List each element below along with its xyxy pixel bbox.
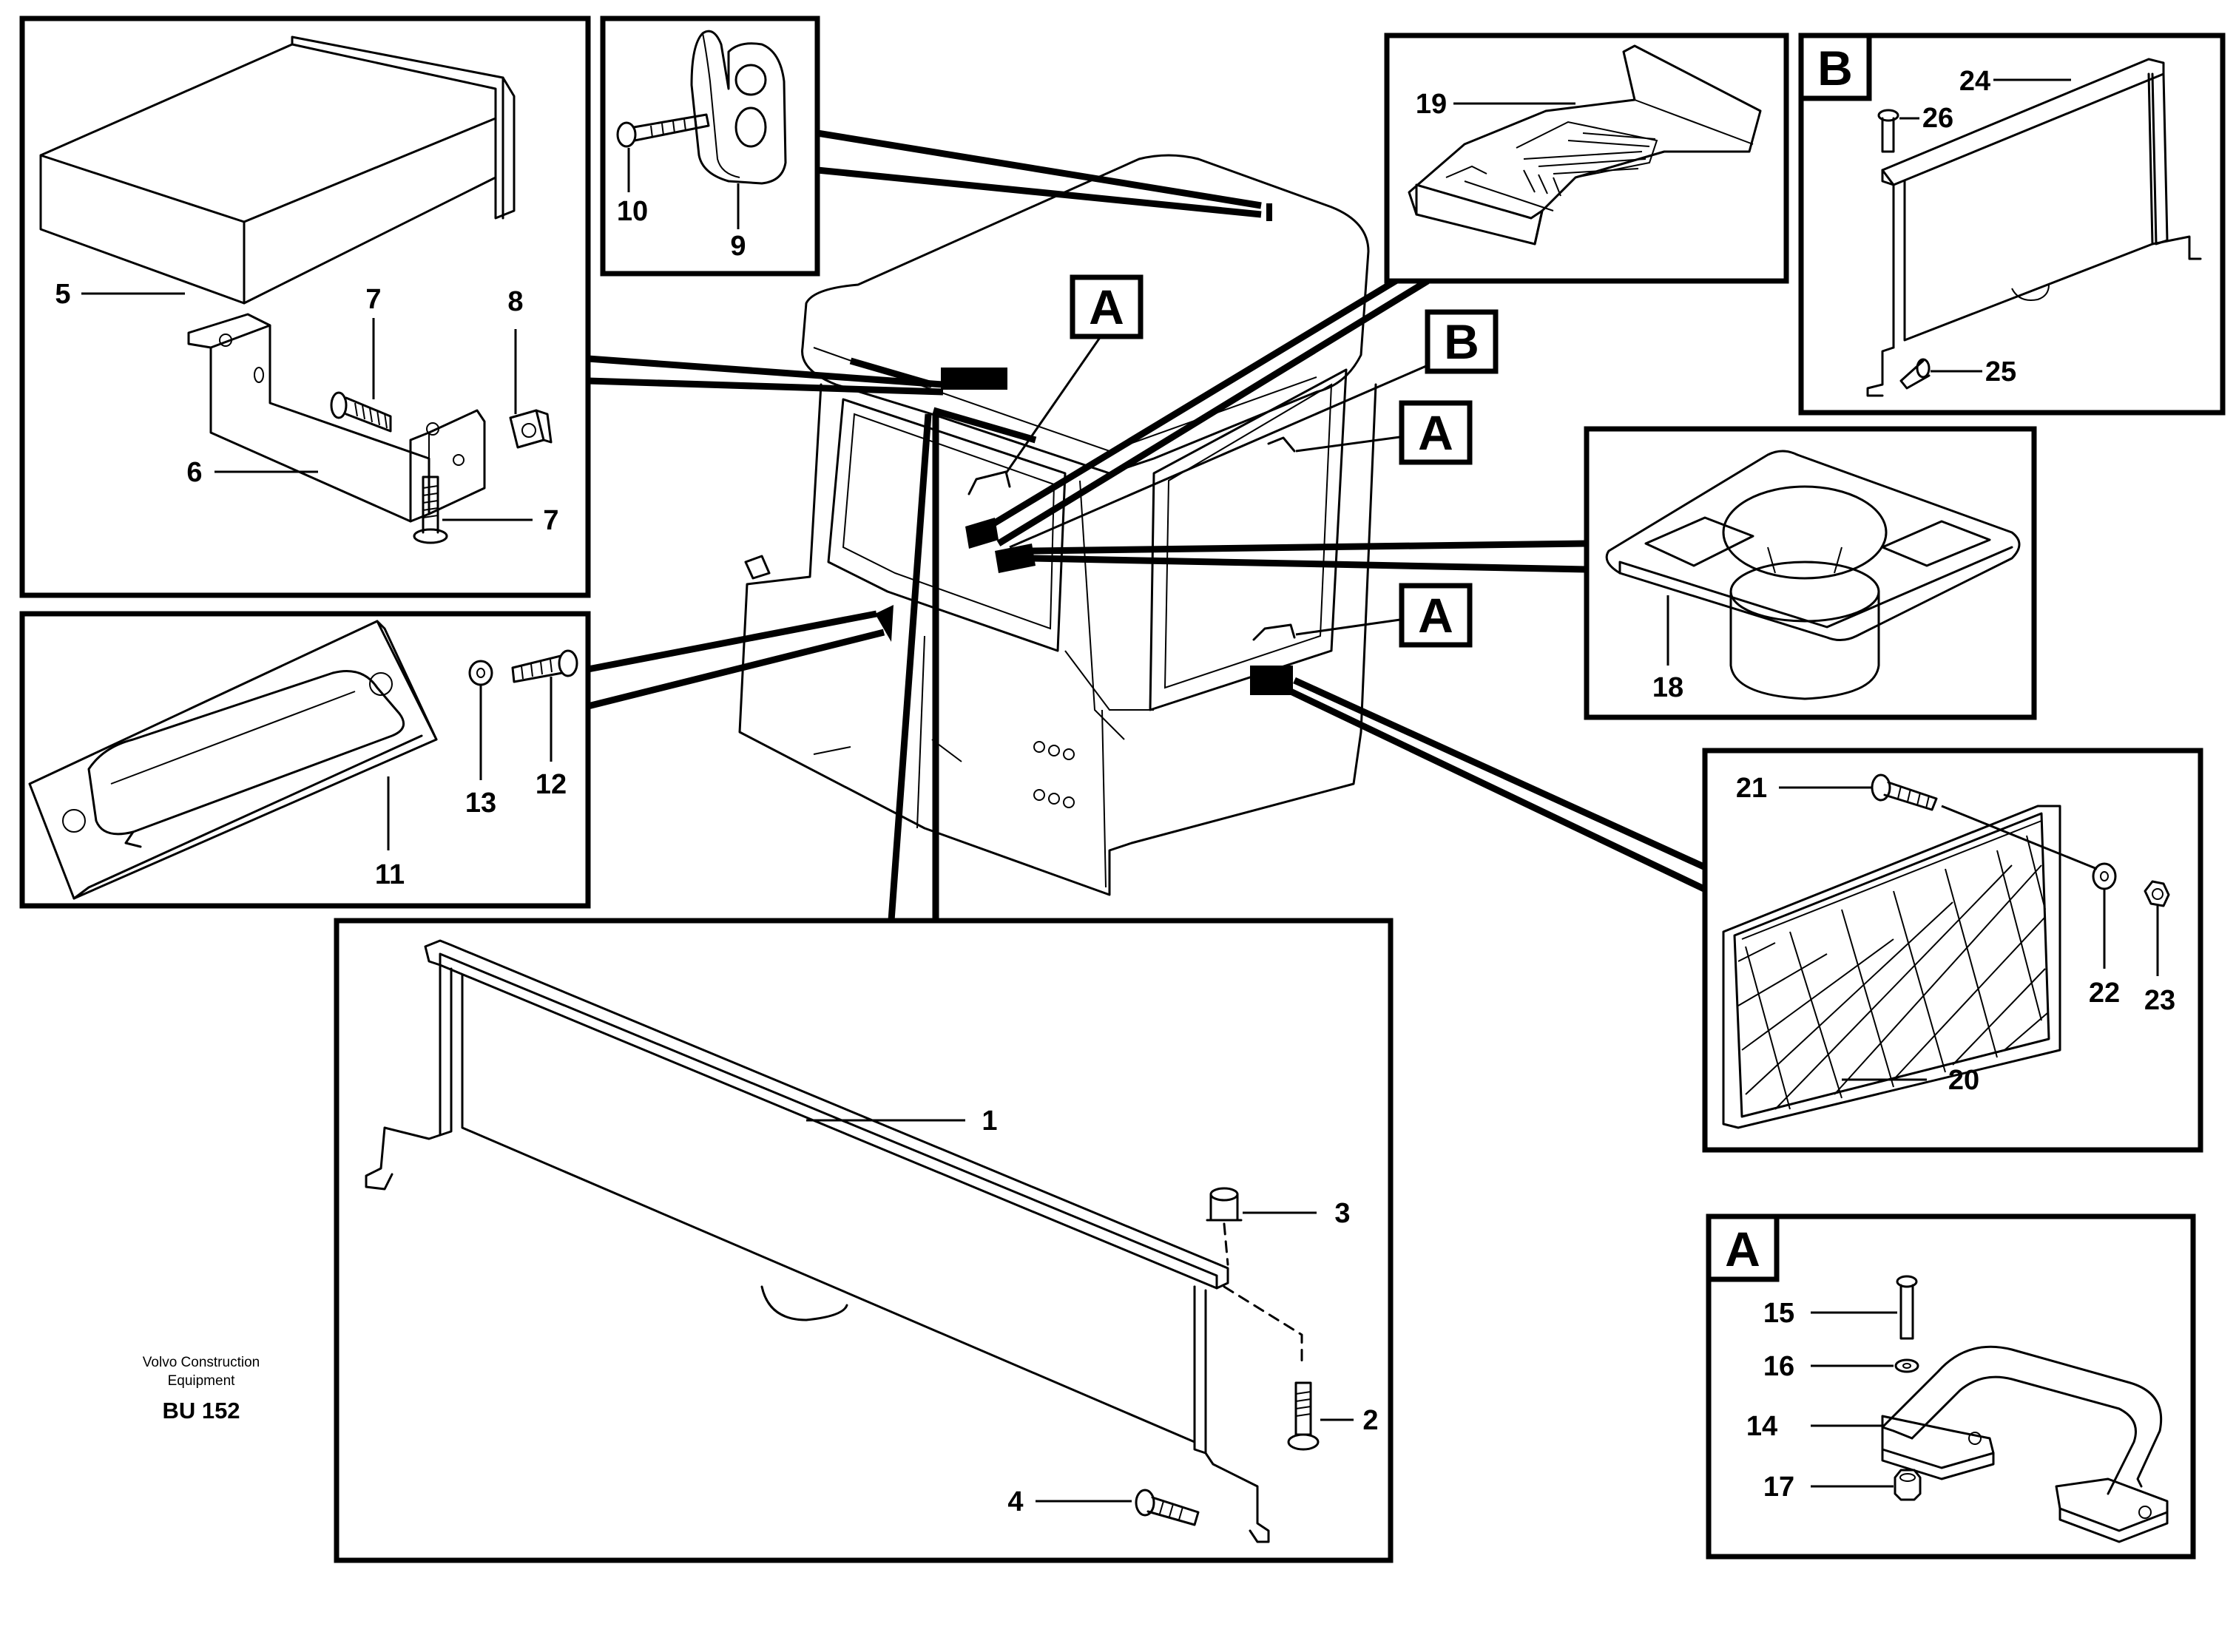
nut-part-17 [1894,1469,1922,1501]
detail-box-coat-hook: 10 9 [600,16,820,277]
svg-text:B: B [1444,314,1479,369]
screw-part-15 [1896,1275,1918,1340]
section-tag-a-cab-right-lower: A [1399,583,1473,648]
screw-part-12 [511,649,578,683]
callout-10: 10 [617,196,648,227]
detail-box-cup-holder: 18 [1584,426,2037,720]
screw-part-21 [1871,773,1938,811]
callout-21: 21 [1736,773,1767,804]
callout-7a: 7 [365,284,381,315]
section-tag-b-cab: B [1425,309,1499,374]
coat-hook-part-9 [690,30,787,185]
sunblind-part-24 [1866,58,2202,397]
cab-part-9 [1266,203,1272,221]
handle-recess-part-11 [28,620,438,900]
callout-6: 6 [186,457,202,488]
caption-line-1: Volvo Construction [143,1355,260,1370]
net-mesh [1737,835,2048,1110]
screw-part-26 [1877,109,1899,153]
section-tag-a-cab-right-upper: A [1399,400,1473,465]
callout-2: 2 [1362,1405,1378,1436]
callout-11: 11 [375,859,405,890]
callout-12: 12 [536,769,567,800]
svg-text:A: A [1089,280,1124,334]
cab-part-11 [875,605,894,642]
cab-part-20 [1250,666,1293,695]
screw-part-3 [1206,1187,1303,1362]
cab-side-knobs [1033,741,1075,808]
cab-part-19 [965,518,999,549]
cab-part-18 [995,544,1036,573]
callout-20: 20 [1948,1065,1979,1096]
callout-3: 3 [1334,1198,1350,1229]
callout-4: 4 [1007,1486,1023,1517]
callout-14: 14 [1746,1411,1777,1442]
screw-part-25 [1899,358,1931,390]
callout-16: 16 [1763,1351,1794,1382]
screw-part-7-horizontal [330,391,392,433]
detail-box-tray-19: 19 [1384,33,1789,284]
publisher-caption: Volvo Construction Equipment BU 152 [143,1355,260,1424]
clip-nut-part-8 [509,409,553,449]
screw-part-7-vertical [413,475,448,544]
callout-24: 24 [1959,66,1990,97]
callout-8: 8 [507,286,523,317]
screw-part-4 [1135,1489,1200,1526]
caption-line-2: Equipment [168,1373,236,1389]
cup-holder-part-18 [1605,450,2021,700]
svg-text:A: A [1725,1222,1760,1276]
connector-lines [587,129,1710,921]
detail-box-sunblind-large: 1 3 2 4 [334,918,1394,1563]
callout-5: 5 [55,279,70,310]
callout-19: 19 [1416,89,1447,120]
callout-25: 25 [1985,356,2016,387]
screw-part-2 [1287,1381,1320,1451]
detail-box-grab-handle: 13 12 11 [19,611,591,909]
cab-part-5 [941,368,1007,390]
bracket-part-6 [187,313,486,523]
sunblind-part-1 [365,939,1270,1543]
detail-box-storage-net: 21 22 23 20 [1702,748,2203,1153]
storage-tray-part-5 [39,35,516,305]
storage-tray-part-19 [1408,44,1762,246]
grab-handle-part-14 [1881,1345,2169,1543]
washer-part-16 [1894,1358,1919,1373]
section-tag-b-panel: B [1798,33,1872,101]
svg-text:A: A [1418,405,1453,460]
caption-code: BU 152 [162,1398,240,1424]
callout-15: 15 [1763,1298,1794,1329]
callout-23: 23 [2144,985,2175,1016]
section-tag-a-cab-top: A [1070,274,1144,339]
callout-22: 22 [2089,978,2120,1009]
section-tag-a-panel: A [1706,1213,1780,1282]
storage-net-part-20 [1722,805,2061,1129]
cab-illustration [738,154,1377,896]
svg-text:A: A [1418,588,1453,643]
svg-text:B: B [1817,41,1853,95]
detail-box-a-handle: A 15 16 14 17 [1706,1213,2196,1560]
callout-1: 1 [982,1106,997,1137]
detail-box-b-sunblind: B 24 26 25 [1798,33,2226,416]
screw-part-10 [616,113,710,148]
callout-18: 18 [1652,672,1683,703]
nut-part-23 [2144,880,2170,907]
callout-13: 13 [465,788,496,819]
detail-box-storage-tray: 5 6 7 7 8 [19,16,591,598]
callout-7b: 7 [543,505,558,536]
callout-17: 17 [1763,1472,1794,1503]
callout-26: 26 [1922,103,1953,134]
callout-9: 9 [730,231,746,262]
